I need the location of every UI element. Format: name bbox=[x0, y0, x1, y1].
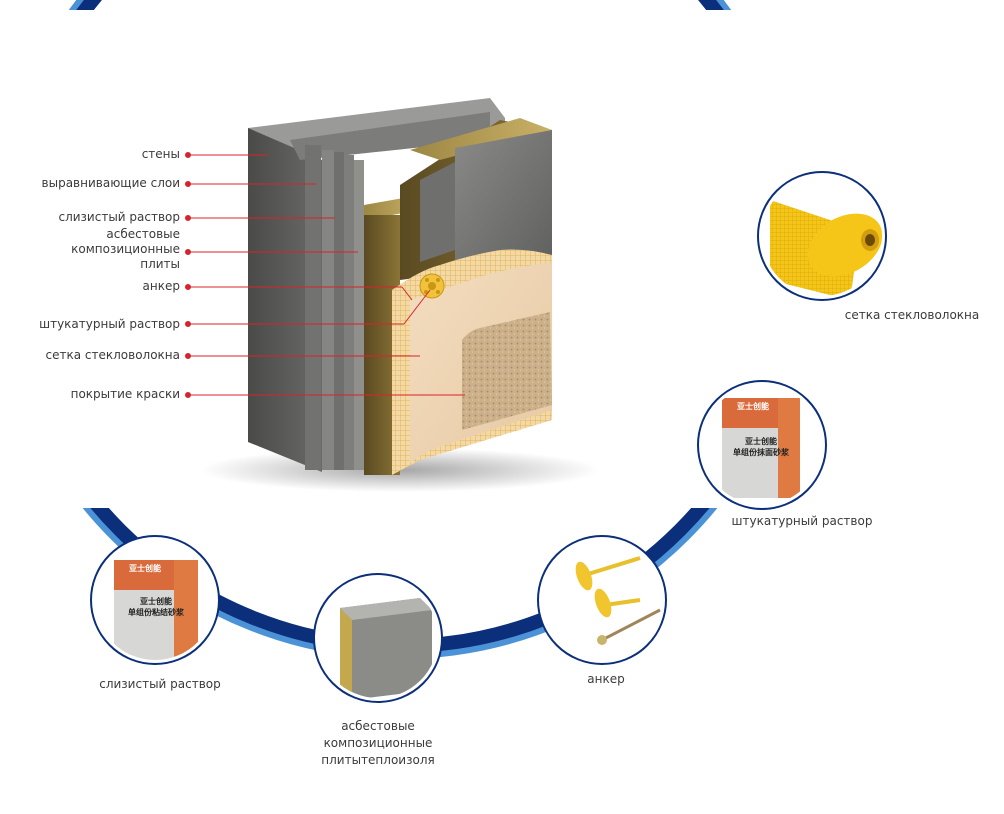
plaster-bag-brand: 亚士创能 bbox=[737, 402, 769, 411]
label-asbestos-boards: асбестовые композиционные плиты bbox=[71, 227, 180, 271]
slime-bag-brand: 亚士创能 bbox=[129, 564, 161, 573]
caption-asbestos-boards: асбестовые композиционные плитытеплоизол… bbox=[321, 719, 435, 767]
leader-lines bbox=[185, 152, 465, 398]
product-circle-board bbox=[313, 573, 443, 703]
product-circle-anchors bbox=[537, 535, 667, 665]
product-circle-plaster-bag bbox=[697, 380, 827, 510]
label-walls: стены bbox=[141, 147, 180, 161]
label-fiberglass-mesh: сетка стекловолокна bbox=[45, 348, 181, 362]
slime-bag-text: 亚士创能 单组份粘结砂浆 bbox=[128, 597, 184, 617]
label-plaster-mortar: штукатурный раствор bbox=[39, 317, 180, 331]
caption-anchor: анкер bbox=[587, 672, 625, 686]
plaster-bag-text: 亚士创能 单组份抹面砂浆 bbox=[733, 437, 789, 457]
caption-slime-mortar: слизистый раствор bbox=[99, 677, 221, 691]
label-anchor: анкер bbox=[142, 279, 180, 293]
caption-plaster-mortar: штукатурный раствор bbox=[731, 514, 873, 528]
label-leveling-layers: выравнивающие слои bbox=[41, 176, 180, 190]
wall-cross-section bbox=[200, 98, 600, 492]
caption-fiberglass-mesh: сетка стекловолокна bbox=[844, 308, 980, 322]
product-circle-mesh bbox=[757, 171, 887, 301]
product-circle-slime-bag bbox=[90, 535, 220, 665]
label-paint-coating: покрытие краски bbox=[70, 387, 180, 401]
label-slime-mortar: слизистый раствор bbox=[58, 210, 180, 224]
